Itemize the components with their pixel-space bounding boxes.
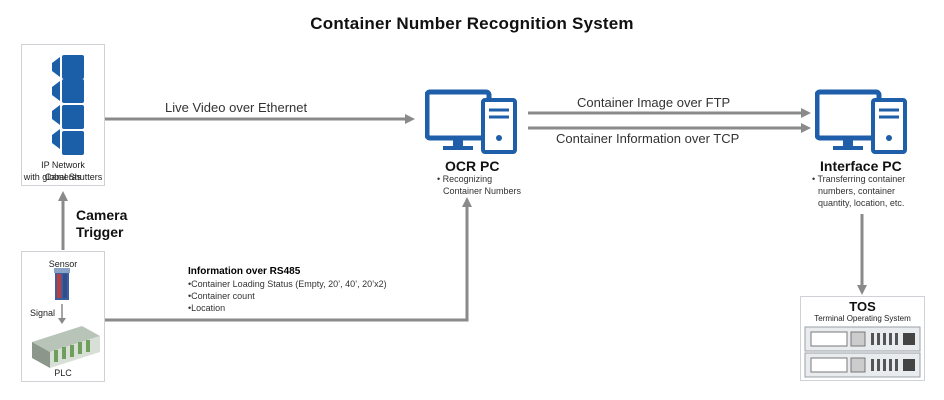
ocr-desc-2: Container Numbers (443, 186, 522, 196)
ocr-pc-title: OCR PC (445, 158, 500, 174)
tos-title: TOS (849, 299, 876, 314)
tos-box: TOS Terminal Operating System (800, 296, 925, 381)
page-title: Container Number Recognition System (310, 14, 634, 33)
rs485-item: Container Loading Status (Empty, 20’, 40… (188, 278, 386, 290)
arrow-rs485 (104, 197, 472, 322)
rs485-info: Information over RS485 Container Loading… (188, 266, 387, 314)
camera-trigger-label: Camera Trigger (76, 207, 127, 241)
tos-subtitle: Terminal Operating System (814, 314, 911, 323)
camera-label-2: with global Shutters (23, 172, 103, 182)
rs485-heading: Information over RS485 (188, 266, 301, 277)
sensor-plc-box: Sensor Signal PLC (21, 251, 105, 382)
camera-label-1: IP Network Cameras (41, 160, 85, 182)
camera-box: IP Network Cameras with global Shutters (21, 44, 105, 186)
ocr-pc-icon (425, 89, 517, 154)
interface-pc-icon (815, 89, 907, 154)
label-container-info: Container Information over TCP (556, 131, 740, 146)
plc-icon (32, 326, 100, 368)
interface-pc-title: Interface PC (820, 158, 902, 174)
plc-label: PLC (54, 368, 72, 378)
camera-trigger-line1: Camera (76, 207, 128, 223)
interface-desc-2: numbers, container (818, 186, 896, 196)
ocr-desc-1: Recognizing (442, 174, 493, 184)
interface-pc-description: • Transferring container numbers, contai… (812, 174, 906, 208)
label-live-video: Live Video over Ethernet (165, 100, 308, 115)
sensor-label: Sensor (48, 259, 78, 269)
interface-desc-1: Transferring container (817, 174, 906, 184)
signal-label: Signal (30, 308, 56, 318)
rs485-item: Location (188, 302, 387, 314)
camera-icon (52, 55, 84, 155)
server-rack-icon (804, 326, 921, 378)
interface-desc-3: quantity, location, etc. (818, 198, 905, 208)
camera-trigger-line2: Trigger (76, 224, 124, 240)
sensor-icon (32, 268, 100, 368)
rs485-item: Container count (188, 290, 387, 302)
label-container-image: Container Image over FTP (577, 95, 731, 110)
ocr-pc-description: • Recognizing Container Numbers (437, 174, 522, 196)
